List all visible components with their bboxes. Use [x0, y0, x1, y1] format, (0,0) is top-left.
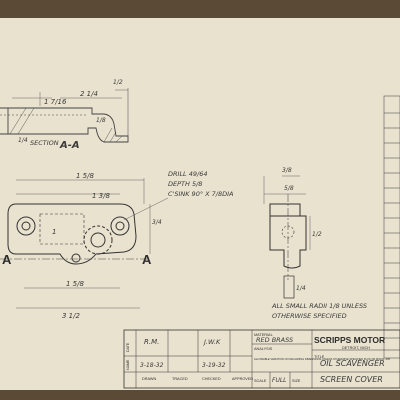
svg-text:A-A: A-A: [59, 140, 80, 151]
dimension-d15: 1/4: [296, 285, 306, 292]
revision-panel: [383, 95, 400, 359]
section-dimensions: [12, 89, 128, 106]
dimension-d5: 1/4: [18, 137, 28, 144]
section-view: [0, 88, 129, 143]
size-label: SIZE: [292, 379, 301, 383]
plan-dimensions: [16, 178, 151, 309]
title-label: TITLE: [314, 355, 325, 359]
section-label: SECTION A-A: [30, 139, 80, 151]
dimension-d2: 2 1/4: [80, 90, 98, 98]
title-line-1: OIL SCAVENGER: [320, 359, 385, 368]
dimension-d14: 1/2: [312, 231, 322, 238]
svg-text:DEPTH 5/8: DEPTH 5/8: [168, 180, 202, 188]
dimension-d3: 1/2: [113, 79, 123, 86]
company-location: DETROIT, MICH: [342, 346, 370, 350]
col-checked: CHECKED: [202, 377, 221, 381]
side-view: [269, 194, 307, 299]
dimension-d1: 1 7/16: [44, 98, 67, 106]
dimension-d4: 1/8: [96, 117, 106, 124]
col-drawn: DRAWN: [142, 377, 156, 381]
row-name-label: NAME: [126, 359, 130, 370]
title-block: [123, 329, 400, 389]
date-drawn: 3-18-32: [140, 362, 164, 369]
dimension-d9: 3/4: [152, 219, 162, 226]
scale-label: SCALE: [254, 379, 267, 383]
checked-by: J.W.K: [202, 338, 221, 346]
side-dimensions: [263, 175, 311, 250]
svg-text:DRILL 49/64: DRILL 49/64: [168, 170, 207, 178]
scale-value: FULL: [272, 377, 287, 384]
svg-text:OTHERWISE SPECIFIED: OTHERWISE SPECIFIED: [272, 312, 347, 320]
col-approved: APPROVED: [232, 377, 253, 381]
dimension-d10: 1 5/8: [66, 280, 84, 288]
material-value: RED BRASS: [256, 336, 293, 344]
dimension-d13: 5/8: [284, 185, 294, 192]
engineering-drawing: 1 7/16 2 1/4 1/2 1/8 1/4 SECTION A-A A A…: [0, 79, 400, 389]
drawn-by: R.M.: [144, 338, 159, 346]
company-name: SCRIPPS MOTOR: [314, 335, 385, 345]
drill-note: DRILL 49/64 DEPTH 5/8 C'SINK 90° X 7/8DI…: [123, 170, 234, 221]
drawing-sheet: 1 7/16 2 1/4 1/2 1/8 1/4 SECTION A-A A A…: [0, 18, 400, 390]
dimension-d6: 1 5/8: [76, 172, 94, 180]
dimension-d12: 3/8: [282, 167, 292, 174]
dimension-d11: 3 1/2: [62, 312, 80, 320]
dimension-d7: 1 3/8: [92, 192, 110, 200]
tolerance-note: ALLOWABLE VARIATION ON MACHINING DIMENSI…: [254, 357, 391, 361]
section-marker-right: A: [142, 252, 152, 267]
hardness-label: ANALYSIS: [254, 347, 273, 351]
section-marker-left: A: [2, 252, 12, 267]
row-date-label: DATE: [126, 342, 130, 352]
svg-text:ALL SMALL RADII 1/8 UNLESS: ALL SMALL RADII 1/8 UNLESS: [271, 302, 367, 310]
col-traced: TRACED: [172, 377, 188, 381]
date-checked: 3-19-32: [202, 362, 226, 369]
plan-view: [7, 203, 137, 265]
svg-text:SECTION: SECTION: [30, 139, 59, 147]
dimension-d8: 1: [52, 228, 56, 236]
title-line-2: SCREEN COVER: [320, 375, 383, 384]
radii-note: ALL SMALL RADII 1/8 UNLESS OTHERWISE SPE…: [271, 302, 367, 320]
material-label: MATERIAL: [254, 333, 273, 337]
svg-text:C'SINK 90° X 7/8DIA: C'SINK 90° X 7/8DIA: [168, 190, 234, 198]
